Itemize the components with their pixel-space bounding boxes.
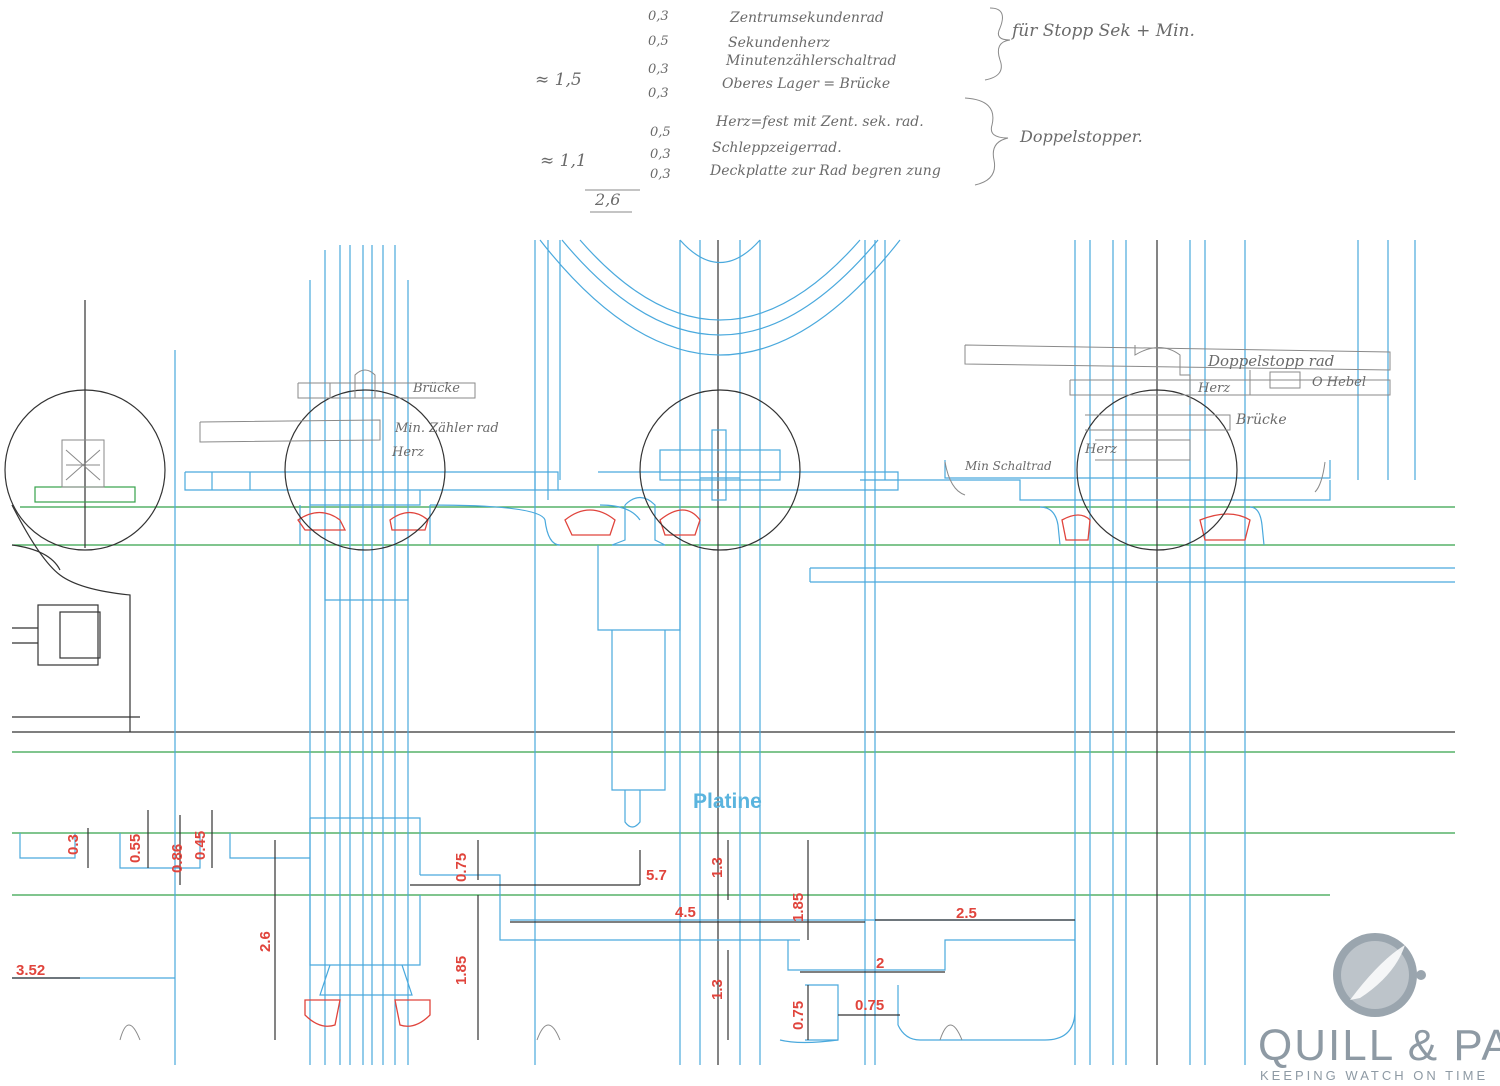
jewels bbox=[297, 509, 1251, 1027]
label-platine: Platine bbox=[693, 790, 762, 813]
pencil-sketch bbox=[199, 344, 1391, 496]
note-row-4-value: 0,3 bbox=[648, 86, 669, 101]
note-row-5-text: Herz=fest mit Zent. sek. rad. bbox=[715, 114, 924, 130]
dim-1-3-a: 1.3 bbox=[709, 857, 726, 878]
dim-0-75-b: 0.75 bbox=[790, 1001, 807, 1030]
note-row-4-text: Oberes Lager = Brücke bbox=[722, 76, 890, 92]
note-row-3-text: Minutenzählerschaltrad bbox=[725, 53, 896, 69]
detail-circle-2 bbox=[639, 389, 801, 551]
detail-circle-left bbox=[4, 389, 166, 551]
brand-name: QUILL & PAD bbox=[1258, 1021, 1500, 1070]
dim-2-6: 2.6 bbox=[257, 931, 274, 952]
label-minschaltrad: Min Schaltrad bbox=[964, 459, 1052, 473]
dim-0-55: 0.55 bbox=[127, 834, 144, 863]
plate-outlines bbox=[11, 460, 1455, 1044]
part-labels: Brücke Min. Zähler rad Herz Doppelstopp … bbox=[391, 352, 1366, 813]
dim-4-5: 4.5 bbox=[675, 904, 696, 921]
construction-lines bbox=[84, 240, 1416, 1065]
note-row-3-value: 0,3 bbox=[648, 62, 669, 77]
note-group-1-label: für Stopp Sek + Min. bbox=[1010, 21, 1195, 41]
label-doppelstopprad: Doppelstopp rad bbox=[1207, 352, 1334, 370]
label-herz-2: Herz bbox=[1197, 381, 1230, 396]
detail-circle-3 bbox=[1076, 389, 1238, 551]
level-lines bbox=[12, 506, 1455, 896]
detail-circles bbox=[4, 389, 1238, 551]
note-brace-1 bbox=[984, 7, 1011, 81]
label-minzaehlerrad: Min. Zähler rad bbox=[394, 421, 499, 436]
note-row-5-value: 0,5 bbox=[650, 125, 671, 140]
note-row-6-value: 0,3 bbox=[650, 147, 671, 162]
note-group-2-label: Doppelstopper. bbox=[1019, 127, 1143, 146]
dim-5-7: 5.7 bbox=[646, 867, 667, 884]
note-approx-2: ≈ 1,1 bbox=[540, 151, 587, 171]
label-herz-3: Herz bbox=[1084, 442, 1117, 457]
brand-watermark: QUILL & PAD KEEPING WATCH ON TIME bbox=[1258, 933, 1500, 1083]
note-row-2-value: 0,5 bbox=[648, 34, 669, 49]
note-row-6-text: Schleppzeigerrad. bbox=[712, 140, 842, 156]
note-total: 2,6 bbox=[594, 190, 620, 209]
dim-0-3: 0.3 bbox=[65, 834, 82, 855]
label-hebel: O Hebel bbox=[1312, 375, 1366, 390]
label-herz-1: Herz bbox=[391, 445, 424, 460]
dim-2: 2 bbox=[876, 955, 884, 972]
detail-circle-1 bbox=[284, 389, 446, 551]
note-row-7-text: Deckplatte zur Rad begren zung bbox=[709, 163, 941, 179]
dim-2-5: 2.5 bbox=[956, 905, 977, 922]
dimension-values: 0.3 0.55 0.86 0.45 3.52 2.6 0.75 1.85 5.… bbox=[16, 831, 977, 1030]
note-row-2-text: Sekundenherz bbox=[728, 35, 831, 51]
note-row-1-text: Zentrumsekundenrad bbox=[729, 10, 884, 26]
brand-tagline: KEEPING WATCH ON TIME bbox=[1260, 1068, 1488, 1083]
label-bruecke-2: Brücke bbox=[1235, 412, 1287, 428]
dim-0-75-c: 0.75 bbox=[855, 997, 884, 1014]
dim-1-3-b: 1.3 bbox=[709, 979, 726, 1000]
note-row-7-value: 0,3 bbox=[650, 167, 671, 182]
dim-0-75-a: 0.75 bbox=[453, 853, 470, 882]
dimension-lines bbox=[12, 810, 1075, 1040]
dim-1-85-a: 1.85 bbox=[453, 956, 470, 985]
dim-3-52: 3.52 bbox=[16, 962, 45, 979]
dim-0-86: 0.86 bbox=[169, 844, 186, 873]
handwritten-notes: 0,3 Zentrumsekundenrad 0,5 Sekundenherz … bbox=[535, 7, 1195, 213]
dim-0-45: 0.45 bbox=[192, 831, 209, 860]
note-approx-1: ≈ 1,5 bbox=[535, 70, 582, 90]
note-brace-2 bbox=[964, 97, 1009, 186]
dim-1-85-b: 1.85 bbox=[790, 893, 807, 922]
wheel-arcs bbox=[539, 239, 901, 356]
label-bruecke-1: Brücke bbox=[412, 381, 460, 396]
note-row-1-value: 0,3 bbox=[648, 9, 669, 24]
